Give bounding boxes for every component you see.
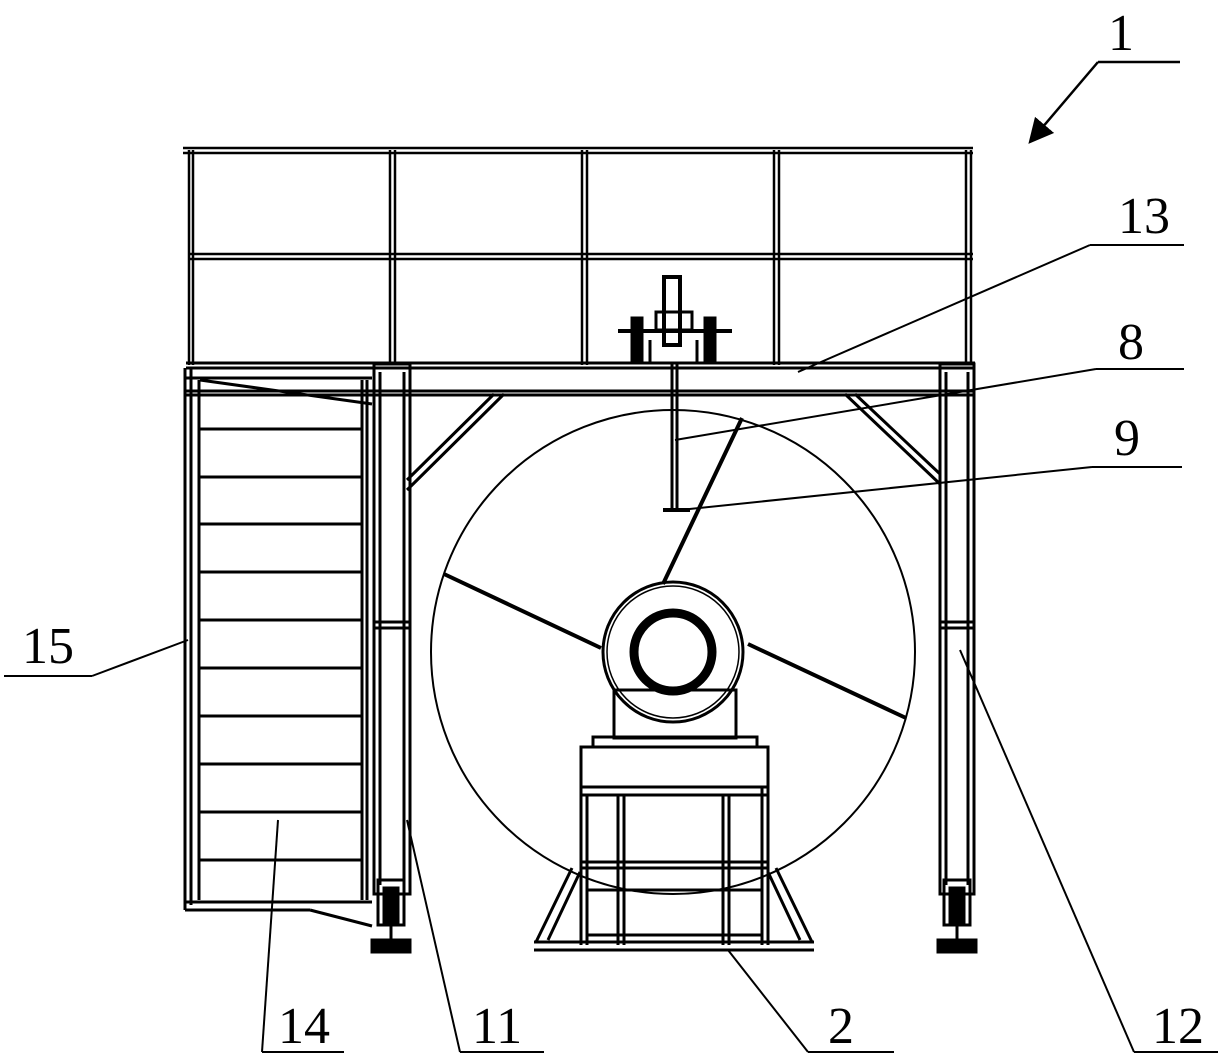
hanger-assembly [618,275,732,512]
reel [430,409,916,895]
label-13: 13 [1118,188,1170,245]
label-1: 1 [1108,5,1134,62]
callout-1 [1028,60,1180,144]
label-9: 9 [1114,410,1140,467]
label-11: 11 [472,998,522,1055]
label-14: 14 [278,998,330,1055]
leader-lines [4,244,1218,1053]
top-beam [186,361,975,397]
label-15: 15 [22,618,74,675]
top-railing [183,146,973,365]
label-8: 8 [1118,314,1144,371]
base-stand [534,688,814,952]
ladder [183,368,373,928]
label-12: 12 [1152,998,1204,1055]
right-column [936,362,978,954]
label-2: 2 [828,998,854,1055]
left-column [370,362,412,954]
